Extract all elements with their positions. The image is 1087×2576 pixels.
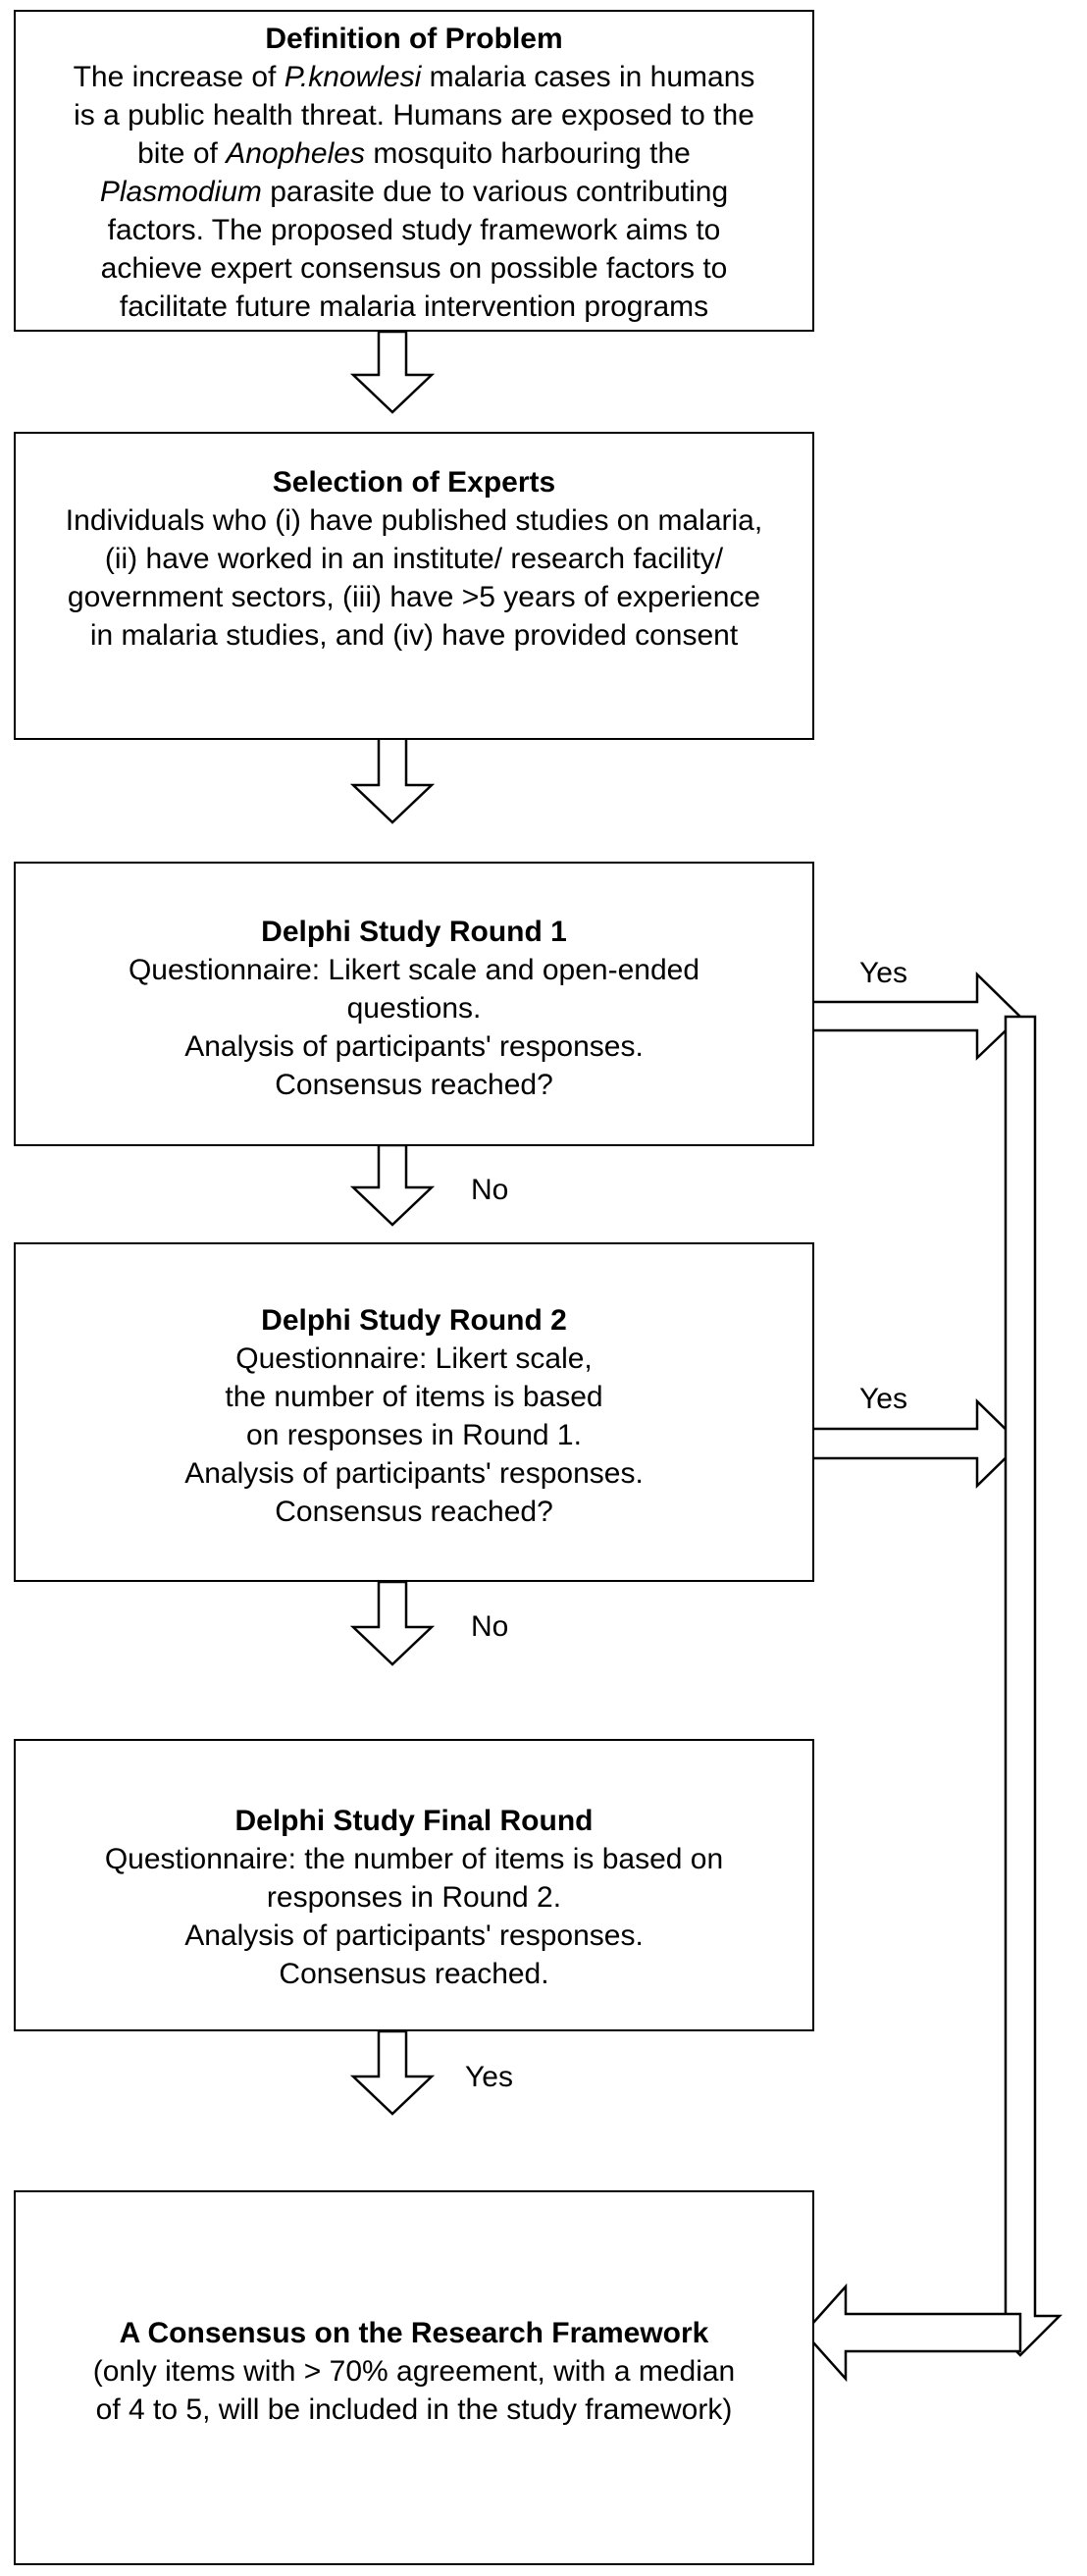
- text-line: Consensus reached.: [279, 1958, 549, 1990]
- italic-term: Plasmodium: [99, 176, 262, 208]
- text-line: is a public health threat. Humans are ex…: [74, 99, 754, 131]
- selection-of-experts-box: Selection of Experts Individuals who (i)…: [14, 432, 814, 740]
- text-line: Consensus reached?: [275, 1496, 553, 1528]
- down-arrow-1: [349, 330, 436, 414]
- delphi-final-round-text: Questionnaire: the number of items is ba…: [16, 1840, 812, 1993]
- delphi-round-2-box: Delphi Study Round 2 Questionnaire: Like…: [14, 1242, 814, 1582]
- text-line: questions.: [346, 992, 482, 1025]
- left-arrow-into-consensus: [802, 2283, 1022, 2383]
- no-label-round-2: No: [471, 1610, 509, 1643]
- down-arrow-2: [349, 736, 436, 824]
- text-line: Consensus reached?: [275, 1069, 553, 1101]
- yes-label-round-1: Yes: [859, 957, 907, 989]
- right-vertical-down-arrow: [977, 1015, 1063, 2357]
- text-line: (ii) have worked in an institute/ resear…: [104, 543, 724, 575]
- text-line: Questionnaire: Likert scale,: [235, 1342, 593, 1375]
- text-line: Plasmodium parasite due to various contr…: [99, 176, 729, 208]
- text-line: Questionnaire: Likert scale and open-end…: [128, 954, 700, 986]
- text-line: government sectors, (iii) have >5 years …: [67, 581, 761, 613]
- text-line: factors. The proposed study framework ai…: [107, 214, 721, 246]
- text-line: Analysis of participants' responses.: [184, 1030, 644, 1063]
- research-framework-consensus-title: A Consensus on the Research Framework: [119, 2317, 709, 2349]
- text-line: responses in Round 2.: [266, 1881, 562, 1914]
- yes-label-round-2: Yes: [859, 1383, 907, 1415]
- text-line: The increase of P.knowlesi malaria cases…: [73, 61, 755, 93]
- text-line: Individuals who (i) have published studi…: [65, 504, 763, 537]
- right-arrow-round2-yes: [789, 1398, 1022, 1489]
- down-arrow-4: [349, 1580, 436, 1666]
- definition-of-problem-title: Definition of Problem: [265, 23, 563, 55]
- definition-of-problem-box: Definition of Problem The increase of P.…: [14, 10, 814, 332]
- delphi-round-2-text: Questionnaire: Likert scale, the number o…: [16, 1340, 812, 1531]
- text-line: of 4 to 5, will be included in the study…: [95, 2393, 733, 2426]
- text-line: on responses in Round 1.: [246, 1419, 582, 1451]
- research-framework-consensus-box: A Consensus on the Research Framework (o…: [14, 2190, 814, 2565]
- delphi-final-round-title: Delphi Study Final Round: [234, 1805, 594, 1837]
- text-line: achieve expert consensus on possible fac…: [100, 252, 728, 285]
- research-framework-consensus-text: (only items with > 70% agreement, with a…: [16, 2352, 812, 2429]
- text-line: Analysis of participants' responses.: [184, 1919, 644, 1952]
- italic-term: P.knowlesi: [284, 61, 422, 93]
- delphi-round-1-title: Delphi Study Round 1: [261, 916, 567, 948]
- text-line: Questionnaire: the number of items is ba…: [104, 1843, 724, 1875]
- no-label-round-1: No: [471, 1174, 509, 1206]
- definition-of-problem-text: The increase of P.knowlesi malaria cases…: [16, 58, 812, 326]
- selection-of-experts-text: Individuals who (i) have published studi…: [16, 501, 812, 655]
- delphi-round-1-text: Questionnaire: Likert scale and open-end…: [16, 951, 812, 1104]
- right-arrow-round1-yes: [789, 972, 1022, 1061]
- text-line: facilitate future malaria intervention p…: [119, 290, 709, 323]
- delphi-round-1-box: Delphi Study Round 1 Questionnaire: Like…: [14, 862, 814, 1146]
- text-line: (only items with > 70% agreement, with a…: [92, 2355, 736, 2388]
- delphi-round-2-title: Delphi Study Round 2: [261, 1304, 567, 1337]
- yes-label-final: Yes: [465, 2061, 513, 2093]
- down-arrow-5: [349, 2029, 436, 2116]
- text-line: in malaria studies, and (iv) have provid…: [89, 619, 739, 652]
- delphi-final-round-box: Delphi Study Final Round Questionnaire: …: [14, 1739, 814, 2031]
- text-line: Analysis of participants' responses.: [184, 1457, 644, 1490]
- text-line: the number of items is based: [225, 1381, 603, 1413]
- down-arrow-3: [349, 1143, 436, 1227]
- italic-term: Anopheles: [226, 137, 365, 170]
- selection-of-experts-title: Selection of Experts: [272, 466, 556, 499]
- text-line: bite of Anopheles mosquito harbouring th…: [137, 137, 691, 170]
